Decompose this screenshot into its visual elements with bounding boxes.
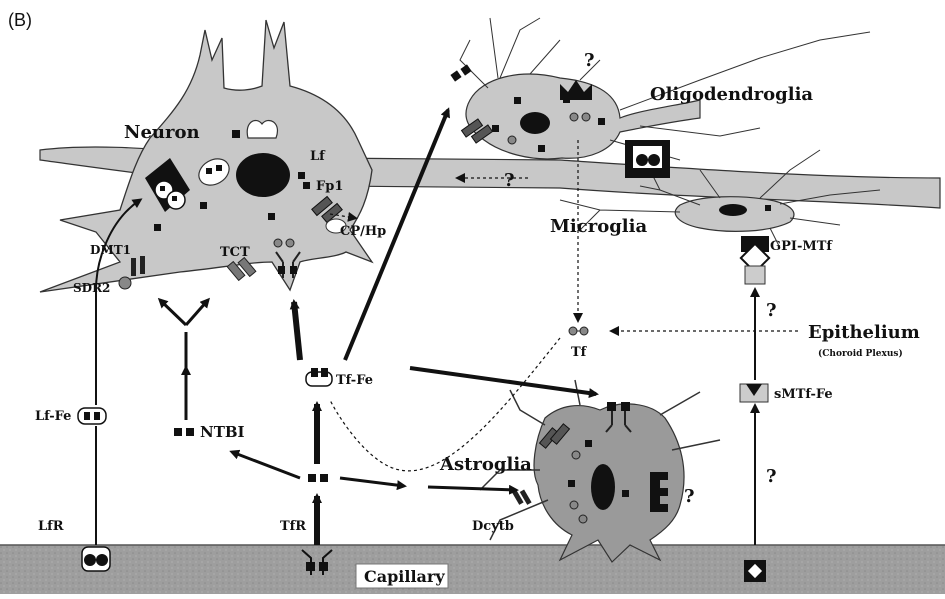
microglia-nucleus bbox=[719, 204, 747, 216]
lf-receptor-top bbox=[247, 120, 277, 138]
label-oligodendroglia: Oligodendroglia bbox=[650, 84, 813, 105]
label-fp1: Fp1 bbox=[316, 179, 343, 194]
label-dcytb: Dcytb bbox=[472, 519, 514, 534]
label-tf-fe: Tf-Fe bbox=[336, 373, 373, 388]
label-astroglia: Astroglia bbox=[439, 454, 532, 475]
question-mtf-upper: ? bbox=[766, 300, 777, 321]
label-tf: Tf bbox=[571, 345, 588, 360]
myelin-ferritin-marker bbox=[625, 140, 670, 178]
oligodendroglia-nucleus bbox=[520, 112, 550, 134]
oligo-tfr bbox=[450, 64, 471, 81]
neuron-nucleus bbox=[236, 153, 290, 197]
panel-letter: (B) bbox=[8, 10, 32, 30]
astroglia-nucleus bbox=[591, 464, 615, 510]
label-smtf-fe: sMTf-Fe bbox=[774, 387, 833, 402]
label-tct: TCT bbox=[220, 245, 250, 260]
label-lf-fe: Lf-Fe bbox=[35, 409, 71, 424]
question-mtf-lower: ? bbox=[766, 466, 777, 487]
label-neuron: Neuron bbox=[124, 122, 200, 143]
question-astro: ? bbox=[684, 486, 695, 507]
tf-glyph bbox=[569, 327, 588, 335]
label-epithelium-sub: (Choroid Plexus) bbox=[818, 348, 903, 359]
label-lfr: LfR bbox=[38, 519, 64, 534]
label-epithelium: Epithelium bbox=[808, 322, 920, 343]
label-sdr2: SDR2 bbox=[73, 281, 110, 295]
label-ntbi: NTBI bbox=[200, 423, 245, 441]
question-oligo-top: ? bbox=[584, 50, 595, 71]
astro-e-receptor bbox=[650, 472, 668, 512]
label-tfr: TfR bbox=[280, 519, 306, 534]
iron-glyph-center bbox=[308, 474, 328, 482]
tf-fe-glyph bbox=[306, 368, 332, 386]
mtf-on-capillary bbox=[744, 560, 766, 582]
lfr-on-capillary bbox=[82, 547, 110, 571]
question-oligo-arrow: ? bbox=[504, 170, 515, 191]
ntbi-glyph bbox=[174, 428, 194, 436]
smtf-fe-glyph bbox=[740, 384, 768, 402]
lf-fe-glyph bbox=[78, 408, 106, 424]
label-lf: Lf bbox=[310, 149, 326, 164]
label-microglia: Microglia bbox=[550, 216, 647, 237]
gpi-mtf bbox=[741, 236, 769, 284]
capillary-label: Capillary bbox=[364, 567, 445, 586]
capillary-band bbox=[0, 545, 945, 594]
label-dmt1: DMT1 bbox=[90, 243, 131, 257]
label-gpi-mtf: GPI-MTf bbox=[770, 239, 833, 254]
label-cp-hp: CP/Hp bbox=[340, 224, 386, 239]
